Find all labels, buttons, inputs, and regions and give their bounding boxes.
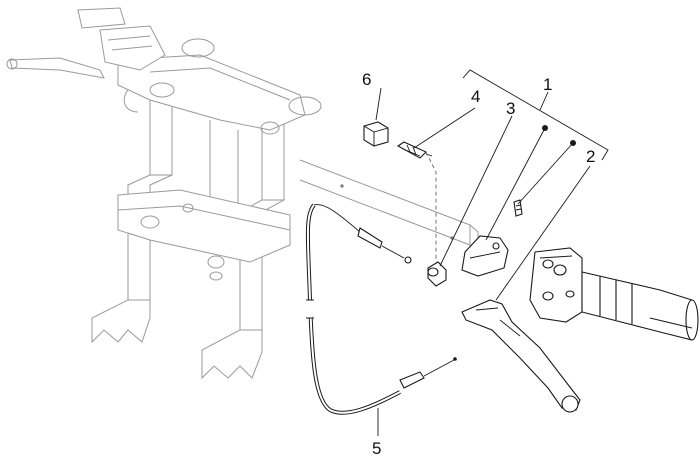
callout-label-3: 3 [506, 99, 516, 118]
callout-label-1: 1 [543, 75, 553, 94]
fork-assembly-ghost [6, 7, 479, 380]
callout-label-2: 2 [586, 147, 596, 166]
part-cap [363, 121, 389, 147]
callout-label-5: 5 [372, 439, 382, 458]
callout-label-4: 4 [471, 87, 481, 106]
part-bushing [427, 261, 447, 287]
callout-leaders [375, 69, 609, 436]
right-switch-grip-ghost [529, 247, 699, 341]
part-clutch-cable [305, 203, 457, 415]
part-cable-adjuster [396, 141, 437, 262]
part-lever [461, 299, 581, 413]
part-lever-holder [461, 235, 509, 277]
part-screw [513, 199, 523, 217]
callout-label-6: 6 [362, 70, 372, 89]
